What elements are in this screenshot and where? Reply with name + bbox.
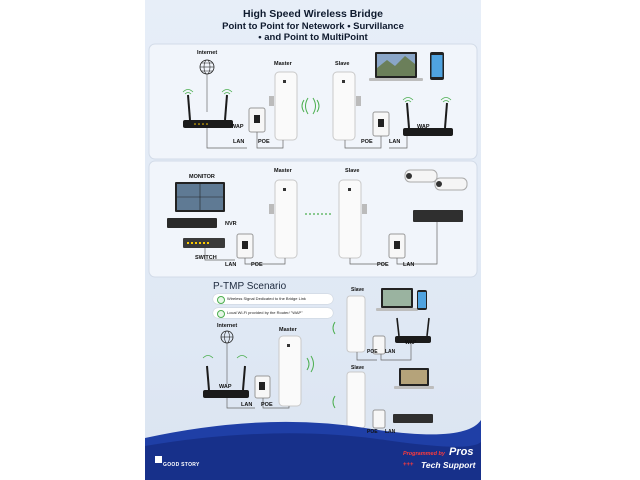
label-poe-left-2: POE: [251, 262, 263, 268]
label-master-3: Master: [279, 327, 297, 333]
label-lan-3: LAN: [241, 402, 253, 408]
label-lan-3a: LAN: [385, 349, 396, 355]
cables-right-2: [349, 222, 438, 265]
wifi-icon-3: [202, 355, 248, 359]
master-antenna-1: [269, 71, 298, 141]
phone-icon-1: [430, 52, 444, 80]
slave-antenna-3b: [346, 371, 366, 429]
label-poe-left: POE: [258, 139, 270, 145]
legend-text-1: Wireless Signal Dedicated to the Bridge …: [227, 296, 306, 301]
wifi-icon-left-1: [182, 89, 194, 95]
pros-label: Pros: [449, 446, 474, 458]
brand-logo-mark: [155, 456, 162, 463]
router-icon-3: [203, 365, 249, 398]
label-internet: Internet: [197, 50, 218, 56]
label-nvr: NVR: [225, 221, 237, 227]
router-icon-3b: [395, 317, 431, 343]
label-wap-3a: WAP: [405, 340, 417, 346]
label-slave-2: Slave: [345, 168, 360, 174]
monitor-icon: [175, 182, 225, 212]
wifi-icon-left-2: [221, 89, 233, 95]
page-subtitle-line2: • and Point to MultiPoint: [258, 32, 368, 43]
label-master: Master: [274, 61, 292, 67]
tech-support-label: Tech Support: [421, 460, 476, 470]
nvr-box: [167, 218, 217, 228]
label-master-2: Master: [274, 168, 292, 174]
label-poe-right: POE: [361, 139, 373, 145]
poe-injector-3a: [372, 335, 386, 355]
legend-local-wifi: Local Wi-Fi provided by the Router/ "WAP…: [213, 308, 333, 318]
label-switch: SWITCH: [195, 255, 217, 261]
cables-right-1: [344, 136, 408, 149]
legend-text-2: Local Wi-Fi provided by the Router/ "WAP…: [227, 310, 303, 315]
laptop-icon-3: [376, 288, 418, 311]
label-wap-right: WAP: [417, 124, 430, 130]
plus-marks: +++: [403, 462, 414, 468]
page-subtitle-line1: Point to Point for Netework • Survillanc…: [222, 21, 404, 32]
diagram-graphics: [145, 43, 481, 480]
cables-left-1: [206, 128, 284, 149]
cables-left-2: [204, 248, 286, 265]
wifi-legend-icon: [217, 310, 225, 318]
label-lan-right-2: LAN: [403, 262, 415, 268]
router-icon-right: [403, 102, 453, 136]
master-antenna-2: [269, 179, 298, 259]
label-poe-right-2: POE: [377, 262, 389, 268]
poe-injector-3b: [372, 409, 386, 429]
cables-3: [226, 398, 290, 409]
ptmp-title: P-TMP Scenario: [213, 281, 287, 292]
slave-antenna-1: [332, 71, 361, 141]
laptop-icon-1: [369, 52, 423, 81]
legend-bridge-signal: Wireless Signal Dedicated to the Bridge …: [213, 294, 333, 304]
phone-icon-3: [417, 290, 427, 310]
signal-waves-3: [306, 321, 336, 409]
page-title: High Speed Wireless Bridge: [243, 8, 383, 20]
label-poe-3b: POE: [367, 429, 378, 435]
label-slave: Slave: [335, 61, 350, 67]
master-antenna-3: [278, 335, 302, 407]
laptop-icon-3b: [394, 368, 434, 389]
globe-icon-3: [220, 330, 234, 344]
label-monitor: MONITOR: [189, 174, 215, 180]
label-wap-left: WAP: [231, 124, 244, 130]
wifi-icon-right-1: [402, 97, 414, 103]
brand-name: GOOD STORY: [163, 462, 200, 468]
label-wap-3: WAP: [219, 384, 232, 390]
label-internet-3: Internet: [217, 323, 238, 329]
label-lan-right: LAN: [389, 139, 401, 145]
signal-waves-1: [301, 97, 320, 115]
label-poe-3a: POE: [367, 349, 378, 355]
label-poe-3: POE: [261, 402, 273, 408]
programmed-by-label: Programmed by: [403, 451, 445, 457]
signal-legend-icon: [217, 296, 225, 304]
label-lan-left: LAN: [233, 139, 245, 145]
camera-icon-2: [434, 177, 468, 191]
wifi-icon-right-2: [440, 97, 452, 103]
label-lan-left-2: LAN: [225, 262, 237, 268]
switch-box-right: [413, 210, 463, 222]
panel-ptp-network: [148, 43, 478, 160]
product-sheet: High Speed Wireless Bridge Point to Poin…: [145, 0, 481, 480]
camera-icon-1: [404, 169, 438, 183]
switch-box-3b: [393, 414, 433, 423]
slave-antenna-3a: [346, 295, 366, 353]
label-lan-3b: LAN: [385, 429, 396, 435]
label-slave-3a: Slave: [351, 287, 365, 293]
label-slave-3b: Slave: [351, 365, 365, 371]
router-icon-left: [183, 94, 233, 128]
